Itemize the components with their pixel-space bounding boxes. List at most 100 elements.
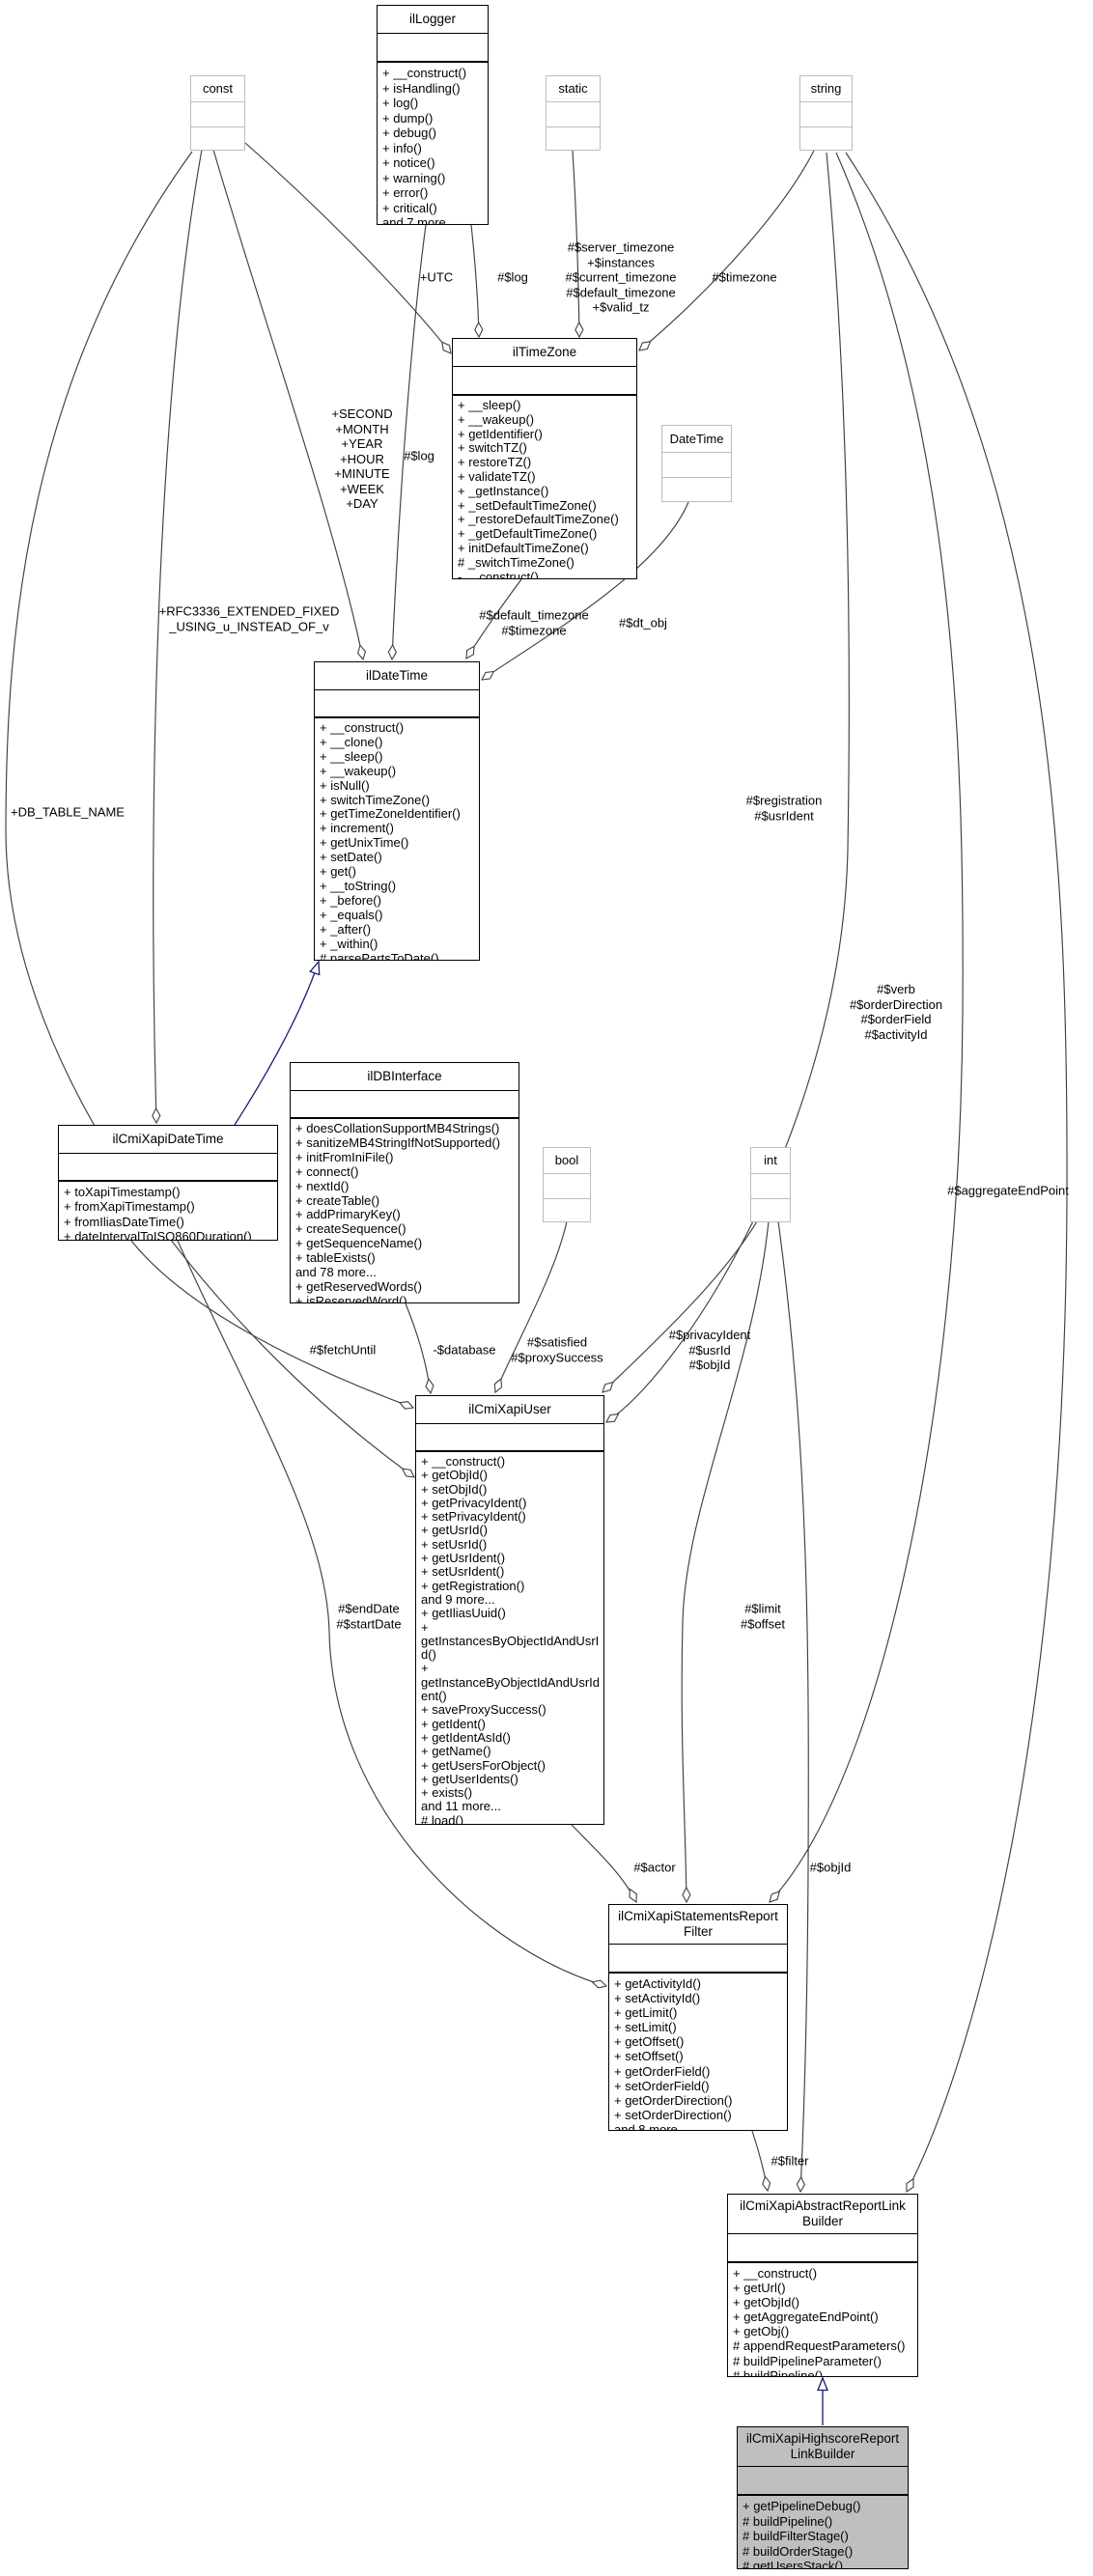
edge-label: #$verb #$orderDirection #$orderField #$a…: [849, 982, 943, 1042]
method-row: + setUsrId(): [421, 1536, 488, 1552]
edge-label: #$default_timezone #$timezone: [479, 607, 589, 638]
method-row: + sanitizeMB4StringIfNotSupported(): [295, 1134, 501, 1150]
class-title-bool: bool: [544, 1148, 590, 1174]
empty-attributes-compartment: [751, 1174, 790, 1199]
method-row: + doesCollationSupportMB4Strings(): [295, 1121, 500, 1135]
empty-attributes-compartment: [662, 453, 731, 478]
method-row: # buildPipeline(): [733, 2367, 824, 2377]
method-row: + tableExists(): [295, 1250, 376, 1266]
empty-attributes-compartment: [416, 1424, 603, 1452]
class-box-ilcmixapiabstractreportlinkbuilder[interactable]: ilCmiXapiAbstractReportLink Builder+ __c…: [727, 2194, 918, 2377]
method-row: + fromIliasDateTime(): [64, 1214, 184, 1229]
edge-aggregation-bool-to-ilcmixapiuser: [495, 1220, 568, 1392]
method-row: + getActivityId(): [614, 1976, 701, 1991]
method-row: + __construct(): [320, 720, 405, 735]
empty-attributes-compartment: [315, 690, 479, 718]
edge-label: #$privacyIdent #$usrId #$objId: [668, 1327, 751, 1372]
class-title-iltimezone: ilTimeZone: [453, 339, 636, 367]
class-title-illogger: ilLogger: [378, 6, 488, 34]
class-title-ildbinterface: ilDBInterface: [291, 1063, 518, 1091]
edge-aggregation-ilcmixapistatementsreportfilter-to-ilcmixapiabstractreportlinkbuilder: [751, 2130, 768, 2191]
method-row: + get(): [320, 864, 356, 880]
method-row: + getObjId(): [421, 1468, 489, 1483]
methods-compartment: + doesCollationSupportMB4Strings()+ sani…: [291, 1119, 518, 1303]
method-row: + _equals(): [320, 907, 383, 922]
method-row: + nextId(): [295, 1178, 350, 1193]
class-box-ildbinterface[interactable]: ilDBInterface + doesCollationSupportMB4St…: [290, 1062, 519, 1303]
method-row: + getUnixTime(): [320, 835, 409, 851]
class-box-iltimezone[interactable]: ilTimeZone+ __sleep()+ __wakeup()+ getId…: [452, 338, 637, 579]
methods-compartment: + toXapiTimestamp()+ fromXapiTimestamp()…: [59, 1182, 277, 1241]
edge-label: -$database: [433, 1342, 496, 1358]
empty-attributes-compartment: [609, 1945, 787, 1974]
class-box-ilcmixapidatetime[interactable]: ilCmiXapiDateTime+ toXapiTimestamp()+ fr…: [58, 1125, 278, 1241]
method-row: + fromXapiTimestamp(): [64, 1199, 195, 1215]
edge-label: #$filter: [771, 2153, 809, 2169]
class-box-ilcmixapiuser[interactable]: ilCmiXapiUser+ __construct()+ getObjId()…: [415, 1395, 604, 1825]
edge-aggregation-illogger-to-ildatetime: [392, 224, 427, 659]
method-row: + switchTimeZone(): [320, 792, 431, 807]
method-row: + getUsrIdent(): [421, 1551, 506, 1566]
method-row: + restoreTZ(): [458, 455, 532, 470]
method-row: + debug(): [382, 126, 437, 140]
edge-label: #$actor: [633, 1860, 676, 1875]
method-row: + toXapiTimestamp(): [64, 1185, 181, 1199]
method-row: # parsePartsToDate(): [320, 950, 439, 961]
method-row: + setOffset(): [614, 2049, 684, 2064]
method-row: + getIdentAsId(): [421, 1729, 511, 1745]
method-row: - __construct(): [458, 569, 539, 579]
edge-aggregation-const-to-iltimezone: [244, 142, 451, 353]
edge-inheritance-ilcmixapidatetime-to-ildatetime: [234, 962, 319, 1126]
method-row: and 11 more...: [421, 1799, 501, 1814]
methods-compartment: + __construct()+ isHandling()+ log()+ du…: [378, 63, 488, 225]
methods-compartment: + __construct()+ getUrl()+ getObjId()+ g…: [728, 2263, 917, 2377]
method-row: + connect(): [295, 1163, 359, 1179]
class-box-datetime: DateTime: [661, 425, 732, 502]
class-title-int: int: [751, 1148, 790, 1174]
edge-label: #$log: [404, 448, 434, 463]
class-box-ildatetime[interactable]: ilDateTime+ __construct()+ __clone()+ __…: [314, 661, 480, 961]
class-box-int: int: [750, 1147, 791, 1222]
empty-attributes-compartment: [728, 2234, 917, 2263]
method-row: + dateIntervalToISO860Duration(): [64, 1228, 252, 1241]
edge-label: #$log: [497, 269, 528, 285]
method-row: + isReservedWord(): [295, 1293, 407, 1303]
class-box-const: const: [190, 75, 245, 151]
class-box-ilcmixapistatementsreportfilter[interactable]: ilCmiXapiStatementsReport Filter+ getAct…: [608, 1904, 788, 2131]
method-row: + setOrderField(): [614, 2078, 710, 2093]
method-row: + validateTZ(): [458, 468, 536, 484]
edge-label: +UTC: [419, 269, 454, 285]
edge-aggregation-ildbinterface-to-ilcmixapiuser: [405, 1302, 431, 1393]
edge-aggregation-string-to-ilcmixapiuser: [606, 152, 850, 1422]
method-row: + createSequence(): [295, 1221, 406, 1237]
method-row: + getRegistration(): [421, 1578, 525, 1593]
class-box-bool: bool: [543, 1147, 591, 1222]
method-row: + increment(): [320, 821, 394, 836]
method-row: # _switchTimeZone(): [458, 554, 575, 570]
edge-label: #$dt_obj: [619, 615, 667, 630]
method-row: + __construct(): [733, 2266, 818, 2281]
edge-aggregation-datetime-to-ildatetime: [482, 501, 689, 680]
method-row: + getAggregateEndPoint(): [733, 2310, 879, 2325]
empty-attributes-compartment: [453, 367, 636, 396]
edge-aggregation-ilcmixapidatetime-to-ilcmixapistatementsreportfilter: [177, 1240, 606, 1986]
edge-label: #$aggregateEndPoint: [947, 1183, 1069, 1198]
methods-compartment: + getActivityId()+ setActivityId()+ getL…: [609, 1974, 787, 2130]
edge-label: #$objId: [809, 1860, 852, 1875]
method-row: and 7 more...: [382, 215, 457, 225]
methods-compartment: + __construct()+ __clone()+ __sleep()+ _…: [315, 718, 479, 961]
method-row: + getTimeZoneIdentifier(): [320, 806, 461, 822]
method-row: + getUsrId(): [421, 1523, 488, 1538]
class-box-ilcmixapihighscorereportlinkbuilder: ilCmiXapiHighscoreReport LinkBuilder+ ge…: [737, 2426, 909, 2569]
empty-attributes-compartment: [378, 34, 488, 63]
empty-attributes-compartment: [800, 102, 852, 127]
edge-label: +RFC3336_EXTENDED_FIXED _USING_u_INSTEAD…: [158, 603, 340, 634]
edge-label: #$server_timezone +$instances #$current_…: [565, 239, 677, 315]
edge-aggregation-const-to-ildatetime: [212, 149, 363, 659]
class-box-illogger[interactable]: ilLogger + __construct()+ isHandling()+ l…: [377, 5, 489, 225]
edge-label: #$timezone: [712, 269, 777, 285]
method-row: + setUsrIdent(): [421, 1564, 505, 1580]
edge-aggregation-int-to-ilcmixapistatementsreportfilter: [681, 1220, 770, 1902]
method-row: + getInstanceByObjectIdAndUsrIdent(): [421, 1661, 600, 1704]
